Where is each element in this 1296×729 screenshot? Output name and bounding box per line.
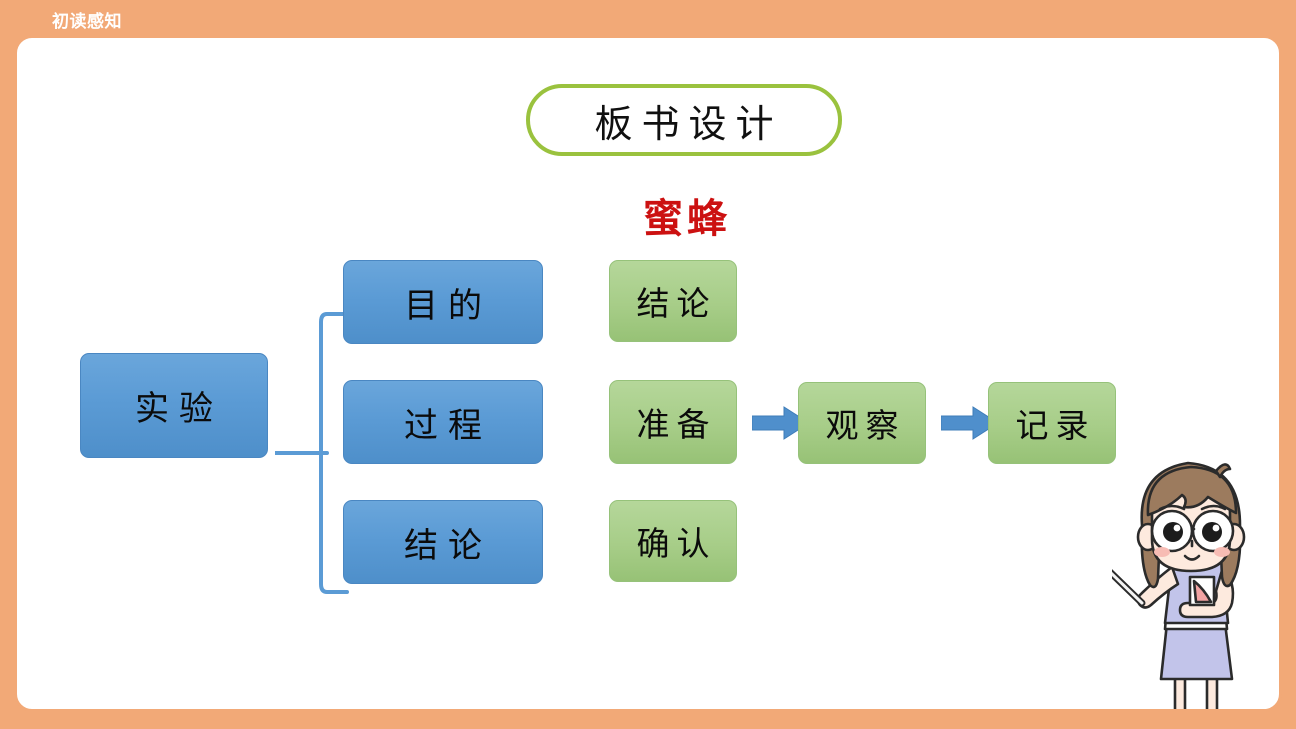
page-title: 板书设计 (594, 103, 783, 146)
node-label: 记录 (1015, 409, 1096, 445)
slide-title-pill: 板书设计 (526, 84, 842, 156)
node-detail-confirm[interactable]: 确认 (609, 500, 737, 582)
slide-content-card: 板书设计 蜜蜂 实验 目的 过程 结论 结论 准备 (14, 35, 1282, 712)
arrow-right-icon (752, 406, 810, 440)
node-root-experiment[interactable]: 实验 (80, 353, 268, 458)
node-label: 实验 (135, 391, 223, 428)
node-chain-record[interactable]: 记录 (988, 382, 1116, 464)
node-label: 过程 (404, 407, 492, 445)
node-label: 结论 (404, 527, 492, 565)
node-branch-conclusion[interactable]: 结论 (343, 500, 543, 584)
node-detail-conclusion[interactable]: 结论 (609, 260, 737, 342)
section-banner-label: 初读感知 (52, 12, 122, 31)
node-detail-prepare[interactable]: 准备 (609, 380, 737, 464)
node-label: 结论 (636, 287, 717, 323)
subject-heading: 蜜蜂 (643, 196, 731, 241)
node-label: 观察 (825, 409, 906, 445)
bracket-connector-icon (275, 312, 349, 594)
node-branch-purpose[interactable]: 目的 (343, 260, 543, 344)
node-label: 准备 (636, 408, 717, 444)
node-branch-process[interactable]: 过程 (343, 380, 543, 464)
node-label: 目的 (404, 287, 492, 325)
node-chain-observe[interactable]: 观察 (798, 382, 926, 464)
arrow-right-icon (941, 406, 999, 440)
teacher-girl-illustration (1112, 461, 1246, 709)
node-label: 确认 (636, 527, 717, 563)
